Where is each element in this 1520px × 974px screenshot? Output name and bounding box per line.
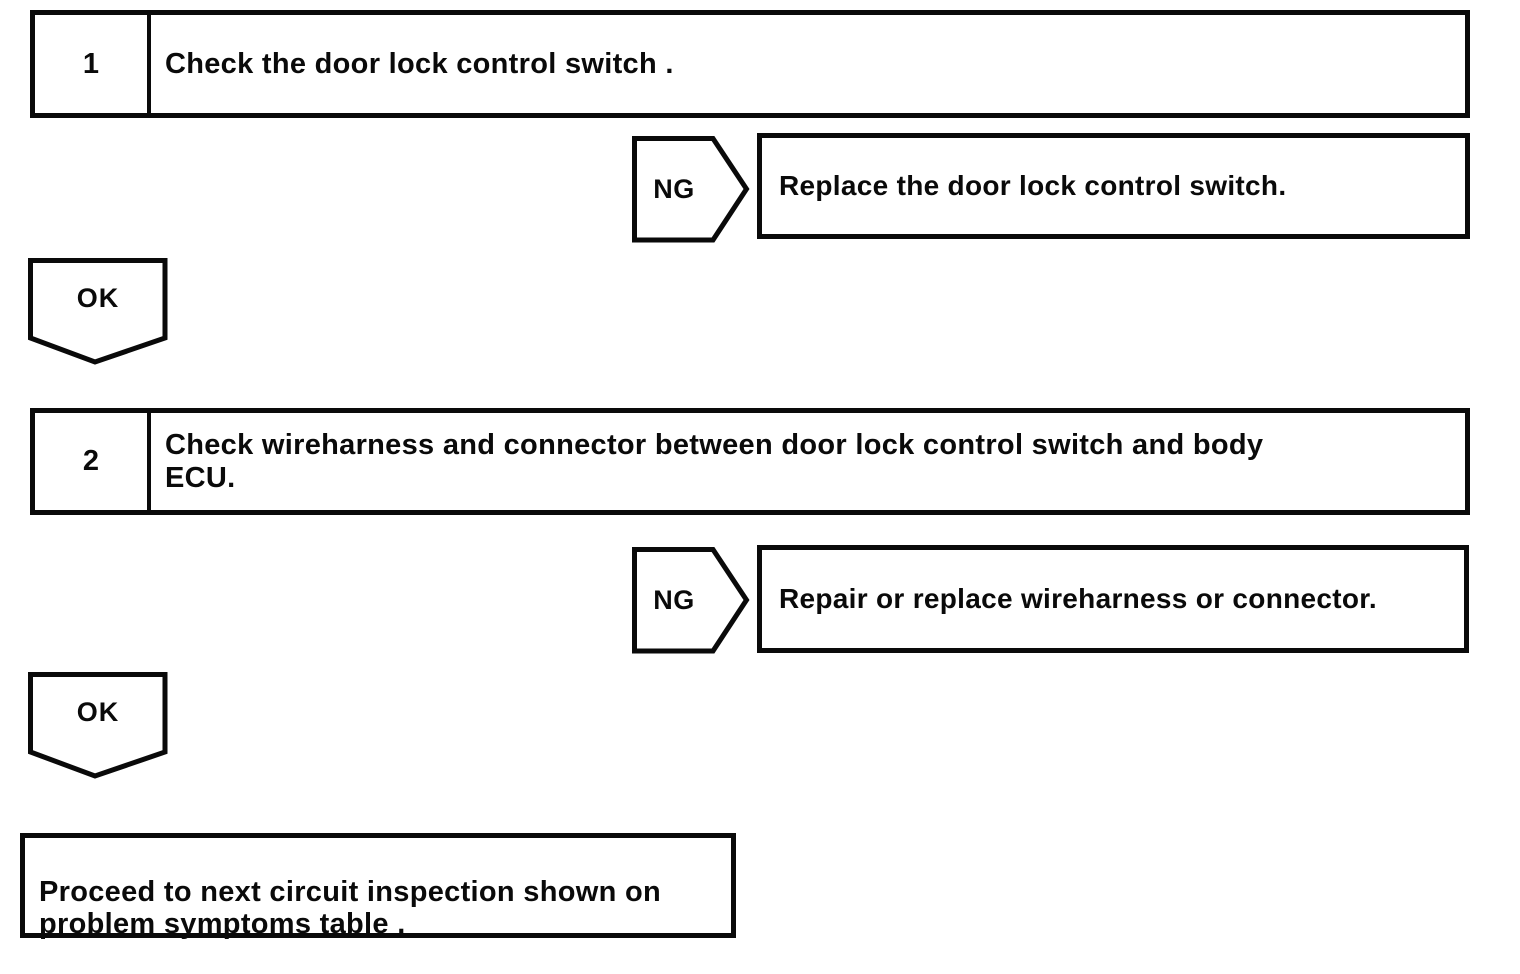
ng-result-1-text: Replace the door lock control switch. [779,170,1287,201]
ok-pentagon-icon [28,258,168,365]
ok-connector-1: OK [28,258,168,366]
ng-result-2-text: Repair or replace wireharness or connect… [779,583,1378,614]
ok-connector-2: OK [28,672,168,780]
step-1-instruction: Check the door lock control switch . [165,47,674,80]
step-1-box: 1 Check the door lock control switch . [30,10,1470,118]
ng-arrow-icon [632,547,750,654]
final-action-box: Proceed to next circuit inspection shown… [20,833,736,940]
ok-label-2: OK [76,696,120,727]
step-2-box: 2 Check wireharness and connector betwee… [30,408,1470,515]
ng-label-2: NG [653,585,695,615]
ng-result-2-box: Repair or replace wireharness or connect… [757,545,1469,653]
step-2-instruction: Check wireharness and connector between … [165,429,1264,494]
final-action-text: Proceed to next circuit inspection shown… [39,875,661,940]
ng-result-1-box: Replace the door lock control switch. [757,133,1470,239]
step-1-number: 1 [35,15,151,113]
step-2-number: 2 [35,413,151,510]
ng-connector-1: NG [632,136,750,243]
ok-label-1: OK [76,282,120,313]
ng-label-1: NG [653,174,695,204]
ng-arrow-icon [632,136,750,243]
ng-connector-2: NG [632,547,750,654]
ok-pentagon-icon [28,672,168,779]
